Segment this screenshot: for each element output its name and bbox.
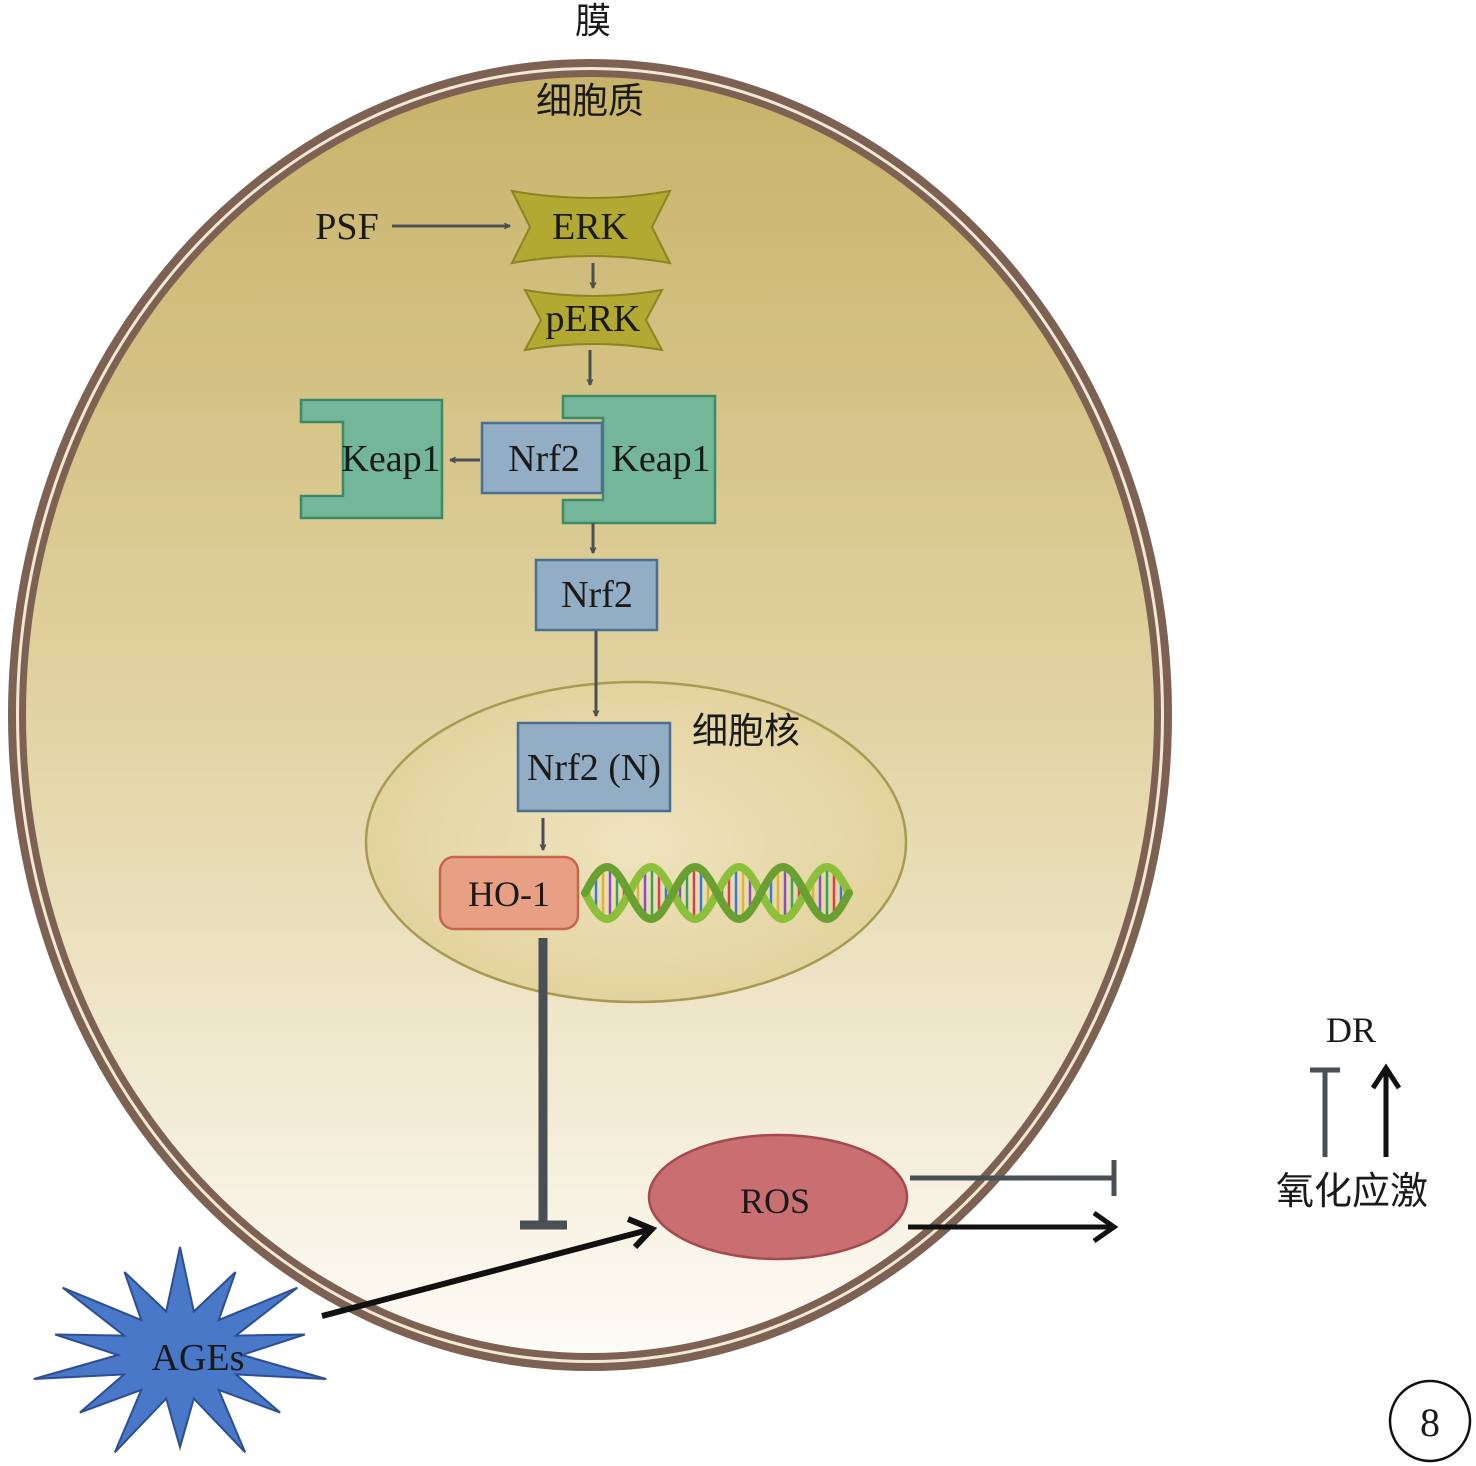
cytoplasm-label: 细胞质 (536, 81, 644, 122)
nrf2-nuclear-box (516, 721, 672, 813)
nrf2-free-node: Nrf2 (534, 558, 659, 632)
figure-number-badge: 8 (1388, 1379, 1472, 1463)
nrf2-nuclear-label: Nrf2 (N) (527, 747, 661, 789)
ho1-inhibits-ros (520, 938, 567, 1230)
ages-label: AGEs (152, 1337, 245, 1379)
psf-label: PSF (315, 206, 378, 248)
oxidative-stress-label: 氧化应激 (1276, 1169, 1428, 1213)
ros-ellipse (647, 1133, 909, 1261)
ros-outputs (908, 1160, 1119, 1244)
keap1-left-node: Keap1 (299, 398, 444, 520)
ros-node: ROS (647, 1133, 909, 1261)
nrf2-bound-box (480, 421, 604, 495)
nrf2-bound-label: Nrf2 (508, 438, 580, 480)
ho1-box (438, 855, 580, 931)
erk-label: ERK (552, 206, 629, 248)
figure-number-circle (1388, 1379, 1472, 1463)
ages-to-ros-arrowhead (626, 1216, 658, 1250)
perk-label: pERK (546, 298, 642, 340)
erk-shape (510, 189, 672, 265)
nrf2-nuclear-node: Nrf2 (N) (516, 721, 672, 813)
dna-strand (581, 862, 853, 924)
ros-activate-arrowhead (1092, 1210, 1119, 1244)
dr-label: DR (1326, 1010, 1376, 1050)
keap1-right-shape (561, 394, 717, 525)
figure-number: 8 (1420, 1400, 1440, 1445)
ho1-node: HO-1 (438, 855, 580, 931)
ages-to-ros-arrow (321, 1216, 658, 1319)
nucleus-label: 细胞核 (692, 711, 800, 752)
ages-to-ros-line (321, 1227, 649, 1319)
legend: DR 氧化应激 (1276, 1010, 1428, 1213)
activation-arrow-icon (1370, 1063, 1402, 1090)
ho1-label: HO-1 (468, 874, 550, 914)
ages-node: AGEs (33, 1246, 327, 1453)
erk-node: ERK (510, 189, 672, 265)
keap1-left-shape (299, 398, 444, 520)
membrane-label: 膜 (575, 1, 611, 42)
dna-helix-icon (581, 862, 853, 924)
burst-star-icon (33, 1246, 327, 1453)
perk-node: pERK (523, 288, 664, 352)
perk-shape (523, 288, 664, 352)
keap1-right-node: Keap1 (561, 394, 717, 525)
nrf2-free-box (534, 558, 659, 632)
nrf2-free-label: Nrf2 (561, 574, 633, 616)
nrf2-bound-node: Nrf2 (480, 421, 604, 495)
keap1-left-label: Keap1 (341, 438, 440, 480)
keap1-right-label: Keap1 (611, 438, 710, 480)
ros-label: ROS (740, 1181, 810, 1221)
